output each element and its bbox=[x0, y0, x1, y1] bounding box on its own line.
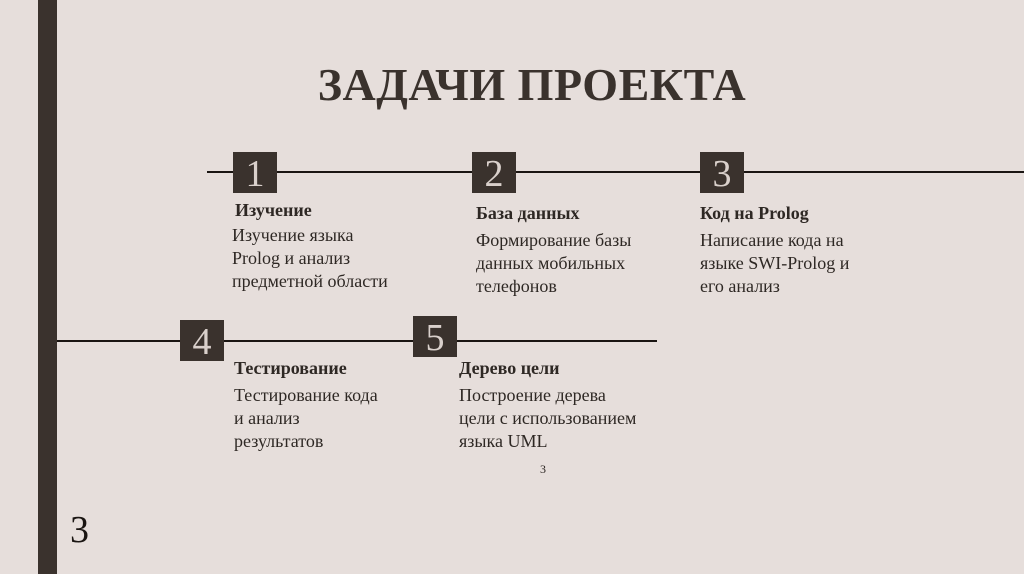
left-accent-bar bbox=[38, 0, 57, 574]
task-number-box-3: 3 bbox=[700, 152, 744, 195]
task-heading: База данных bbox=[476, 203, 580, 223]
task-description-line: языка UML bbox=[459, 431, 548, 451]
task-description-line: цели с использованием bbox=[459, 408, 637, 428]
task-heading: Изучение bbox=[235, 200, 312, 220]
task-description-line: Построение дерева bbox=[459, 385, 606, 405]
footer-page-number: 3 bbox=[540, 462, 546, 476]
slide-title: ЗАДАЧИ ПРОЕКТА bbox=[317, 59, 747, 110]
task-description-line: телефонов bbox=[476, 276, 557, 296]
slide-number: 3 bbox=[70, 509, 89, 551]
task-description-line: и анализ bbox=[234, 408, 300, 428]
task-heading: Код на Prolog bbox=[700, 203, 809, 223]
timeline-line-bottom bbox=[57, 340, 657, 342]
task-description-line: Тестирование кода bbox=[234, 385, 378, 405]
task-description-line: Формирование базы bbox=[476, 230, 632, 250]
timeline-line-top bbox=[207, 171, 1024, 173]
task-heading: Тестирование bbox=[234, 358, 347, 378]
task-description-line: предметной области bbox=[232, 271, 388, 291]
task-description-line: Написание кода на bbox=[700, 230, 844, 250]
task-description-line: данных мобильных bbox=[476, 253, 626, 273]
task-description-line: языке SWI-Prolog и bbox=[700, 253, 850, 273]
task-number-box-4: 4 bbox=[180, 320, 224, 363]
task-number-box-2: 2 bbox=[472, 152, 516, 195]
task-number-box-1: 1 bbox=[233, 152, 277, 195]
task-4: Тестирование Тестирование кода и анализ … bbox=[234, 357, 378, 453]
task-description-line: Изучение языка bbox=[232, 225, 354, 245]
task-5: Дерево цели Построение дерева цели с исп… bbox=[459, 357, 636, 453]
task-description-line: его анализ bbox=[700, 276, 780, 296]
task-description: Изучение языка Prolog и анализ предметно… bbox=[232, 224, 388, 293]
task-description-line: Prolog и анализ bbox=[232, 248, 351, 268]
task-2: База данных Формирование базы данных моб… bbox=[476, 202, 631, 298]
task-1: Изучение Изучение языка Prolog и анализ … bbox=[232, 199, 388, 293]
task-3: Код на Prolog Написание кода на языке SW… bbox=[700, 202, 849, 298]
task-description: Тестирование кода и анализ результатов bbox=[234, 384, 378, 453]
task-number-box-5: 5 bbox=[413, 316, 457, 359]
task-description: Построение дерева цели с использованием … bbox=[459, 384, 636, 453]
task-description: Формирование базы данных мобильных телеф… bbox=[476, 229, 631, 298]
task-description-line: результатов bbox=[234, 431, 324, 451]
task-heading: Дерево цели bbox=[459, 358, 560, 378]
task-description: Написание кода на языке SWI-Prolog и его… bbox=[700, 229, 849, 298]
